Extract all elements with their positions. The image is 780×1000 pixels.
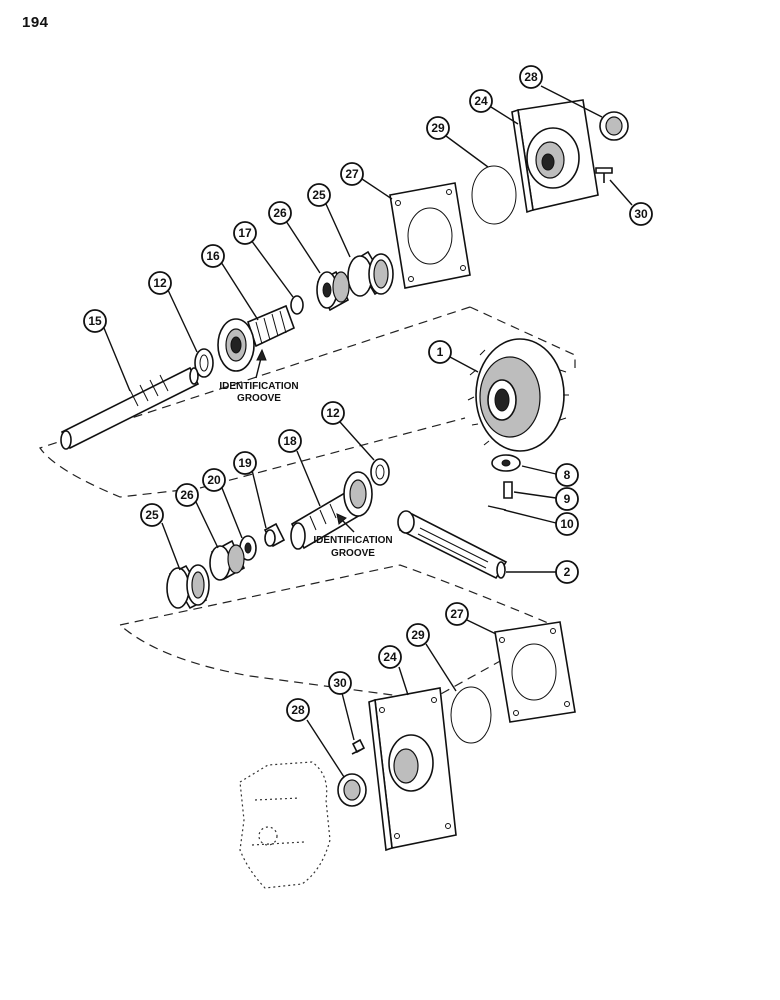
housing-bore — [258, 826, 278, 846]
o-ring-29-bottom — [450, 686, 492, 744]
screw-30-bottom — [351, 738, 366, 755]
callout-label: 30 — [634, 207, 648, 221]
gear-16 — [217, 304, 296, 372]
callout-17: 17 — [233, 221, 257, 245]
callout-label: 29 — [411, 628, 425, 642]
callout-28-bottom: 28 — [286, 698, 310, 722]
callout-12-bottom: 12 — [321, 401, 345, 425]
callout-label: 18 — [283, 434, 297, 448]
shaft-gear-18 — [290, 471, 373, 550]
page-number: 194 — [22, 14, 49, 31]
bevel-ring-gear-1 — [467, 338, 569, 452]
callout-label: 12 — [326, 406, 340, 420]
callout-label: 27 — [345, 167, 359, 181]
identification-groove-caption-lower-line1: IDENTIFICATION — [313, 535, 392, 546]
pin-10 — [487, 505, 507, 511]
callout-label: 28 — [524, 70, 538, 84]
callout-29-top: 29 — [426, 116, 450, 140]
callout-8: 8 — [555, 463, 579, 487]
bearing-cup-28-top — [599, 111, 629, 141]
callout-25-bottom: 25 — [140, 503, 164, 527]
shaft-15 — [60, 366, 200, 450]
pin-9 — [503, 481, 513, 499]
pinion-8 — [491, 454, 521, 472]
callout-label: 9 — [564, 492, 571, 506]
bearing-cup-25-bottom — [166, 564, 210, 610]
callout-label: 28 — [291, 703, 305, 717]
bearing-cup-28-bottom — [337, 773, 367, 807]
pinion-shaft-2 — [397, 510, 508, 580]
retainer-24-top — [511, 99, 599, 214]
callout-label: 29 — [431, 121, 445, 135]
gasket-27-top — [389, 182, 471, 289]
washer-12-top — [194, 348, 214, 378]
callout-label: 26 — [180, 488, 194, 502]
housing-outline — [239, 761, 331, 889]
spacer-17 — [290, 295, 304, 315]
callout-label: 20 — [207, 473, 221, 487]
callout-27-top: 27 — [340, 162, 364, 186]
callout-24-top: 24 — [469, 89, 493, 113]
callout-label: 26 — [273, 206, 287, 220]
callout-18: 18 — [278, 429, 302, 453]
callout-label: 25 — [312, 188, 326, 202]
callout-12-top: 12 — [148, 271, 172, 295]
identification-groove-caption-lower-line2: GROOVE — [331, 548, 375, 559]
callout-label: 8 — [564, 468, 571, 482]
callout-28-top: 28 — [519, 65, 543, 89]
o-ring-29-top — [471, 165, 517, 225]
gasket-27-bottom — [494, 621, 576, 723]
callout-label: 30 — [333, 676, 347, 690]
callout-26-top: 26 — [268, 201, 292, 225]
callout-20: 20 — [202, 468, 226, 492]
callout-label: 16 — [206, 249, 220, 263]
callout-15: 15 — [83, 309, 107, 333]
screw-30-top — [595, 167, 613, 183]
callout-24-bottom: 24 — [378, 645, 402, 669]
bearing-cone-26-bottom — [209, 539, 246, 581]
callout-19: 19 — [233, 451, 257, 475]
callout-label: 1 — [437, 345, 444, 359]
spacer-19 — [263, 522, 286, 548]
callout-label: 24 — [383, 650, 397, 664]
lower-group-outline — [119, 564, 562, 701]
callout-label: 25 — [145, 508, 159, 522]
callout-26-bottom: 26 — [175, 483, 199, 507]
callout-10: 10 — [555, 512, 579, 536]
identification-groove-caption-upper-line2: GROOVE — [237, 393, 281, 404]
callout-29-bottom: 29 — [406, 623, 430, 647]
callout-27-bottom: 27 — [445, 602, 469, 626]
callout-label: 15 — [88, 314, 102, 328]
upper-group-outline — [39, 306, 576, 498]
callout-25-top: 25 — [307, 183, 331, 207]
callout-label: 27 — [450, 607, 464, 621]
leader-lines — [103, 85, 633, 778]
callout-1: 1 — [428, 340, 452, 364]
washer-12-bottom — [370, 458, 390, 486]
bearing-cup-25-top — [347, 250, 394, 297]
callout-label: 17 — [238, 226, 252, 240]
bearing-cone-26-top — [316, 270, 350, 312]
callout-9: 9 — [555, 487, 579, 511]
callout-label: 10 — [560, 517, 574, 531]
callout-label: 2 — [564, 565, 571, 579]
callout-30-bottom: 30 — [328, 671, 352, 695]
callout-30-top: 30 — [629, 202, 653, 226]
callout-label: 19 — [238, 456, 252, 470]
callout-16: 16 — [201, 244, 225, 268]
callout-label: 24 — [474, 94, 488, 108]
callout-2: 2 — [555, 560, 579, 584]
identification-groove-caption-upper-line1: IDENTIFICATION — [219, 381, 298, 392]
retainer-24-bottom — [368, 687, 457, 852]
callout-label: 12 — [153, 276, 167, 290]
